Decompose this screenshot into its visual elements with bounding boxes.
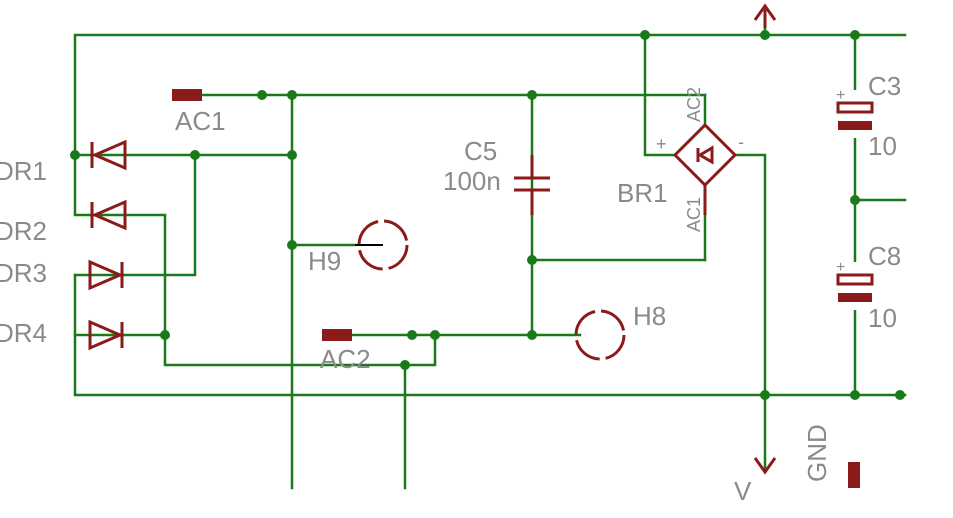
junction (850, 390, 860, 400)
junction (287, 90, 297, 100)
junction (430, 330, 440, 340)
diode-label-dr3: DR3 (0, 258, 47, 288)
bridge-pin-plus: + (656, 134, 667, 154)
wire-dr2 (73, 153, 437, 367)
gnd-label: GND (802, 424, 832, 482)
capacitor-value-c3: 10 (868, 131, 897, 161)
hole-h8[interactable]: H8 (574, 301, 666, 361)
junction (850, 30, 860, 40)
junctions (70, 30, 905, 400)
capacitor-c8[interactable]: + C8 10 (836, 241, 901, 333)
diode-body (91, 199, 127, 231)
junction (287, 240, 297, 250)
connector-pad (172, 89, 202, 101)
diode-dr1[interactable]: DR1 (0, 139, 127, 186)
wire-bridge-minus (733, 153, 767, 472)
supply-label-bottom: V (734, 476, 752, 506)
capacitor-label-c3: C3 (868, 71, 901, 101)
capacitor-plate-solid (838, 293, 872, 302)
junction (527, 90, 537, 100)
connector-label-ac1: AC1 (175, 106, 226, 136)
capacitor-label-c8: C8 (868, 241, 901, 271)
bridge-pin-ac-top: AC2 (684, 87, 704, 122)
gnd-part[interactable] (848, 462, 860, 488)
bridge-br1[interactable]: BR1 + - AC2 AC1 (617, 87, 744, 232)
connector-label-ac2: AC2 (320, 344, 371, 374)
capacitor-c3[interactable]: + C3 10 (836, 71, 901, 161)
junction (70, 150, 80, 160)
bridge-pin-minus: - (738, 132, 744, 152)
junction (527, 255, 537, 265)
junction (190, 150, 200, 160)
connector-ac1[interactable]: AC1 (172, 89, 226, 136)
bridge-body (672, 122, 738, 188)
hole-h9[interactable]: H9 (308, 219, 409, 276)
diode-dr4[interactable]: DR4 (0, 318, 124, 351)
connector-pad (322, 329, 352, 341)
diode-body (88, 259, 124, 291)
diode-label-dr4: DR4 (0, 318, 47, 348)
capacitor-polarity-c8: + (836, 259, 845, 276)
supply-arrow-down-icon (753, 457, 777, 475)
supply-bottom[interactable]: V (734, 457, 777, 506)
capacitor-plate-solid (838, 121, 872, 130)
diode-dr2[interactable]: DR2 (0, 199, 127, 246)
capacitor-value-c5: 100n (443, 166, 501, 196)
junction (160, 330, 170, 340)
junction (760, 30, 770, 40)
junction (257, 90, 267, 100)
diode-label-dr1: DR1 (0, 156, 47, 186)
wire-dr3 (73, 153, 197, 277)
supply-top[interactable] (753, 3, 777, 28)
capacitor-label-c5: C5 (464, 136, 497, 166)
diode-label-dr2: DR2 (0, 216, 47, 246)
junction (527, 330, 537, 340)
junction (287, 150, 297, 160)
capacitor-plate-outline (836, 101, 874, 114)
junction (760, 390, 770, 400)
capacitor-c5[interactable]: C5 100n (443, 136, 550, 215)
junction (640, 30, 650, 40)
diode-dr3[interactable]: DR3 (0, 258, 124, 291)
junction (400, 360, 410, 370)
bridge-pin-ac-bottom: AC1 (684, 197, 704, 232)
junction (407, 330, 417, 340)
capacitor-plate-outline (836, 273, 874, 286)
hole-label-h9: H9 (308, 246, 341, 276)
wire-bridge-plus (643, 33, 677, 157)
capacitor-value-c8: 10 (868, 303, 897, 333)
diode-body (88, 319, 124, 351)
diode-body (91, 139, 127, 171)
hole-label-h8: H8 (633, 301, 666, 331)
junction (895, 390, 905, 400)
supply-arrow-icon (753, 3, 777, 21)
wires (73, 8, 907, 490)
wire-dr4 (73, 273, 767, 397)
connector-ac2[interactable]: AC2 (320, 329, 371, 374)
capacitor-polarity-c3: + (836, 87, 845, 104)
hole-ring (357, 219, 409, 271)
wire-top-rail (73, 33, 907, 157)
bridge-diode-symbol (697, 145, 714, 165)
hole-ring (574, 309, 626, 361)
bridge-label-br1: BR1 (617, 178, 668, 208)
junction (850, 195, 860, 205)
